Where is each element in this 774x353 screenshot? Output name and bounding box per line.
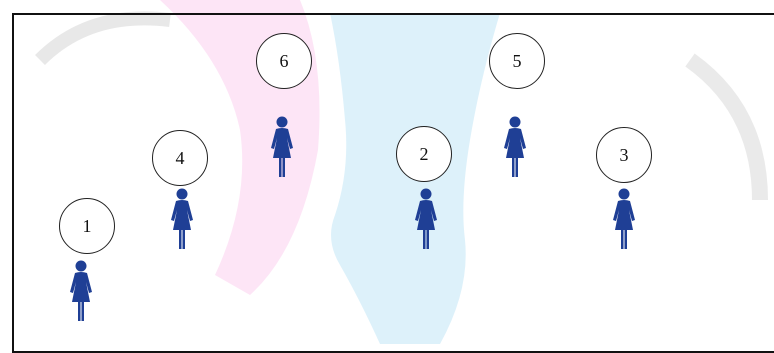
node-label-3: 3 xyxy=(620,145,629,166)
node-circle-1: 1 xyxy=(59,198,115,254)
node-label-2: 2 xyxy=(420,144,429,165)
woman-icon xyxy=(608,188,640,252)
node-label-4: 4 xyxy=(176,148,185,169)
woman-icon xyxy=(499,116,531,180)
diagram-frame xyxy=(12,13,774,353)
woman-icon xyxy=(410,188,442,252)
node-circle-2: 2 xyxy=(396,126,452,182)
node-label-6: 6 xyxy=(280,51,289,72)
woman-icon xyxy=(266,116,298,180)
woman-icon xyxy=(65,260,97,324)
node-circle-4: 4 xyxy=(152,130,208,186)
woman-icon xyxy=(166,188,198,252)
node-label-5: 5 xyxy=(513,51,522,72)
diagram-canvas: 1 2 3 4 5 6 xyxy=(0,0,774,344)
node-circle-6: 6 xyxy=(256,33,312,89)
node-circle-3: 3 xyxy=(596,127,652,183)
node-label-1: 1 xyxy=(83,216,92,237)
node-circle-5: 5 xyxy=(489,33,545,89)
